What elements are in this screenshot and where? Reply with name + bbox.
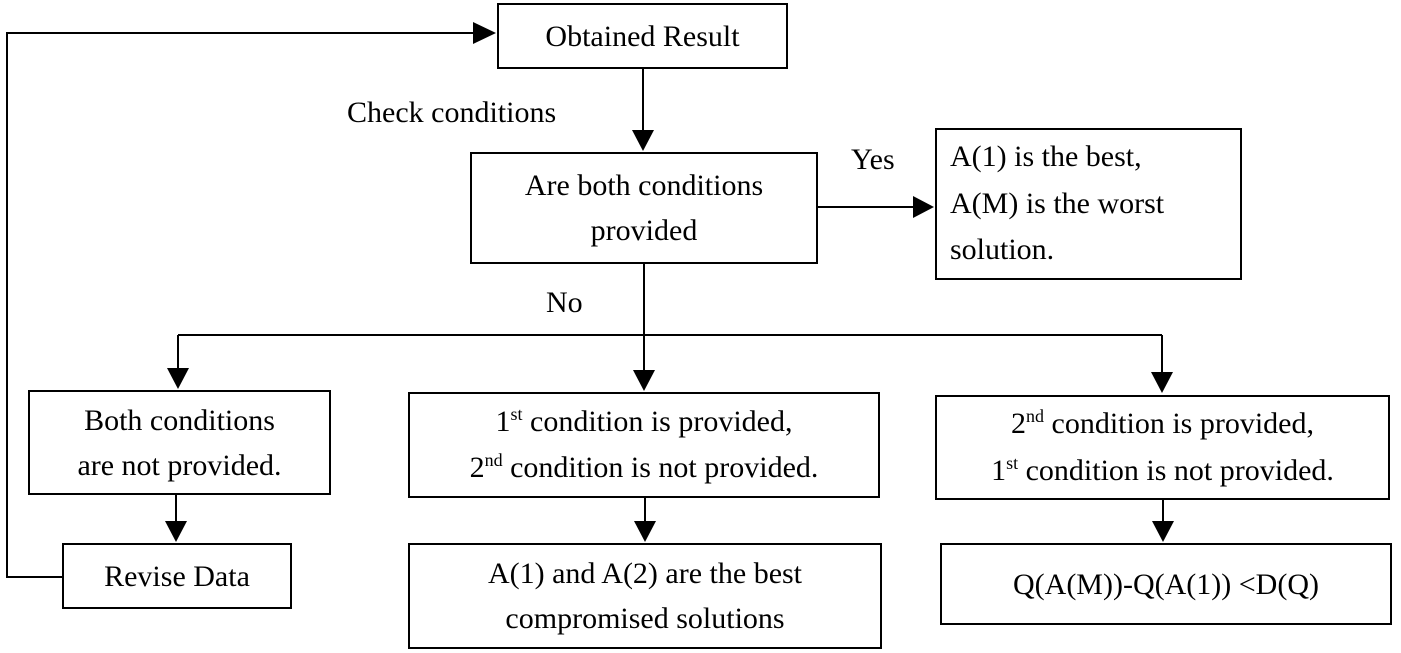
edge-label-check-conditions: Check conditions [347,96,557,129]
arrowhead-into-revise [165,521,187,542]
arrowhead-into-bothnot [167,368,189,389]
edge-label-yes: Yes [851,143,895,176]
node-revise-data-label: Revise Data [104,559,250,593]
arrowhead-into-yesresult [913,196,934,218]
node-yes-result-line2: A(M) is the worst [950,186,1165,220]
node-best-compromised-line2: compromised solutions [505,602,785,635]
arrowhead-into-obtained [473,22,496,44]
node-yes-result: A(1) is the best, A(M) is the worst solu… [935,128,1242,280]
arrowhead-into-cond2 [1151,372,1173,393]
node-revise-data: Revise Data [62,543,292,609]
node-yes-result-line3: solution. [950,233,1055,267]
ordinal-superscript: nd [1026,406,1044,426]
arrowhead-into-best [634,521,656,542]
node-best-compromised-line1: A(1) and A(2) are the best [487,557,803,590]
node-obtained-result-label: Obtained Result [545,19,740,53]
node-cond1-line1: 1st condition is provided, [495,403,793,438]
node-first-provided-second-not: 1st condition is provided, 2nd condition… [408,392,880,498]
ordinal-superscript: nd [484,450,503,470]
node-qam-condition: Q(A(M))-Q(A(1)) <D(Q) [940,543,1392,625]
ordinal-superscript: st [1006,452,1019,473]
arrowhead-into-qam [1152,521,1174,542]
node-second-provided-first-not: 2nd condition is provided, 1st condition… [935,395,1390,500]
edge-revise-to-obtained [6,32,473,578]
node-cond2-line2: 1st condition is not provided. [991,452,1334,487]
node-are-both-line1: Are both conditions [524,169,764,202]
node-both-not-provided: Both conditions are not provided. [28,390,331,495]
node-best-compromised: A(1) and A(2) are the best compromised s… [408,543,882,649]
arrowhead-into-areboth [632,130,654,151]
node-are-both-line2: provided [590,214,698,247]
node-cond1-line2: 2nd condition is not provided. [469,450,819,484]
node-cond2-line1: 2nd condition is provided, [1011,406,1314,440]
node-both-not-line1: Both conditions [84,403,275,437]
node-yes-result-line1: A(1) is the best, [950,140,1142,174]
node-are-both-conditions: Are both conditions provided [470,152,818,264]
ordinal-superscript: st [510,403,523,424]
node-obtained-result: Obtained Result [497,3,788,69]
edge-label-no: No [546,286,583,319]
arrowhead-into-cond1 [633,370,655,391]
node-qam-label: Q(A(M))-Q(A(1)) <D(Q) [1013,567,1319,601]
node-both-not-line2: are not provided. [77,448,282,482]
